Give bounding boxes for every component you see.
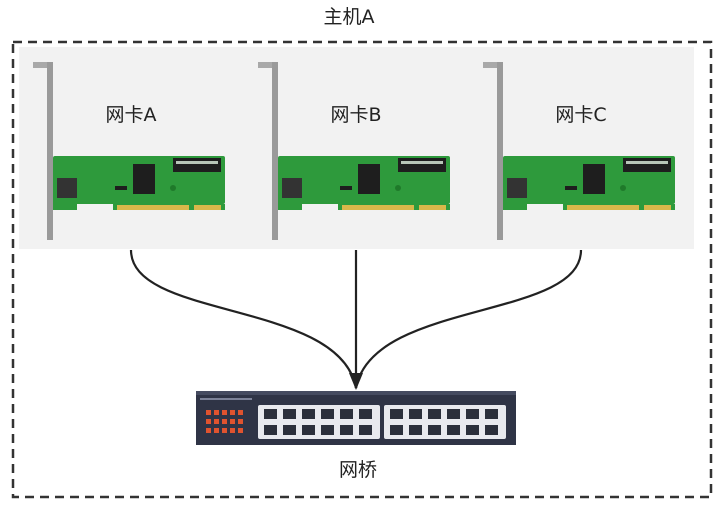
- nic-panel: [19, 47, 694, 249]
- nic-c-label: 网卡C: [555, 104, 607, 126]
- nic-a-label: 网卡A: [105, 104, 157, 126]
- arrowhead: [349, 373, 363, 390]
- bridge-label: 网桥: [338, 459, 378, 481]
- nic-c-card: [483, 62, 675, 240]
- host-boundary: [11, 40, 713, 499]
- wire-nic-a-to-bridge: [129, 249, 358, 389]
- nic-card-icon: [33, 62, 225, 240]
- nic-card-icon: [483, 62, 675, 240]
- nic-b-label: 网卡B: [330, 104, 382, 126]
- nic-card-icon: [258, 62, 450, 240]
- wire-nic-c-to-bridge: [354, 249, 583, 389]
- host-label: 主机A: [323, 6, 375, 28]
- nic-b-card: [258, 62, 450, 240]
- bridge-switch-icon: [196, 391, 516, 445]
- nic-a-card: [33, 62, 225, 240]
